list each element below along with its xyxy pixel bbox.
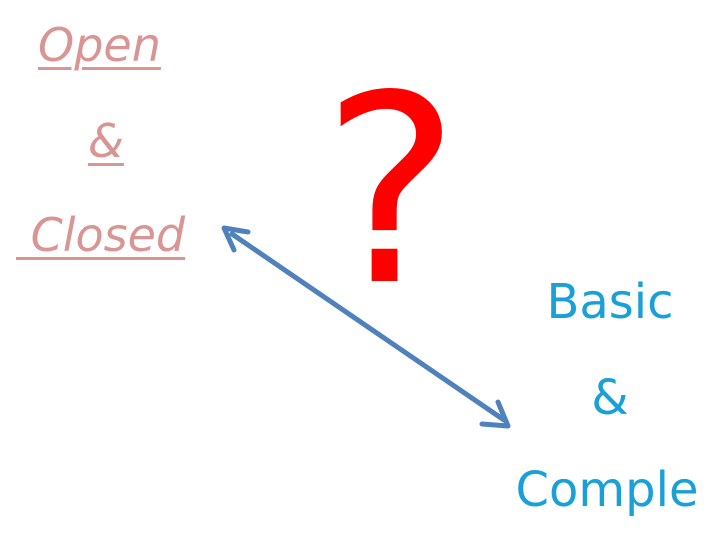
- left-ampersand: &: [88, 114, 124, 168]
- closed-word: Closed: [16, 208, 186, 262]
- arrow-shaft: [229, 231, 507, 423]
- right-ampersand: &: [591, 370, 629, 426]
- arrow-head-upper-left: [221, 225, 251, 253]
- open-word: Open: [38, 18, 161, 72]
- question-mark: ?: [322, 41, 460, 343]
- arrow-head-lower-right: [479, 399, 511, 429]
- comple-word: Comple: [515, 462, 699, 518]
- basic-word: Basic: [546, 274, 674, 330]
